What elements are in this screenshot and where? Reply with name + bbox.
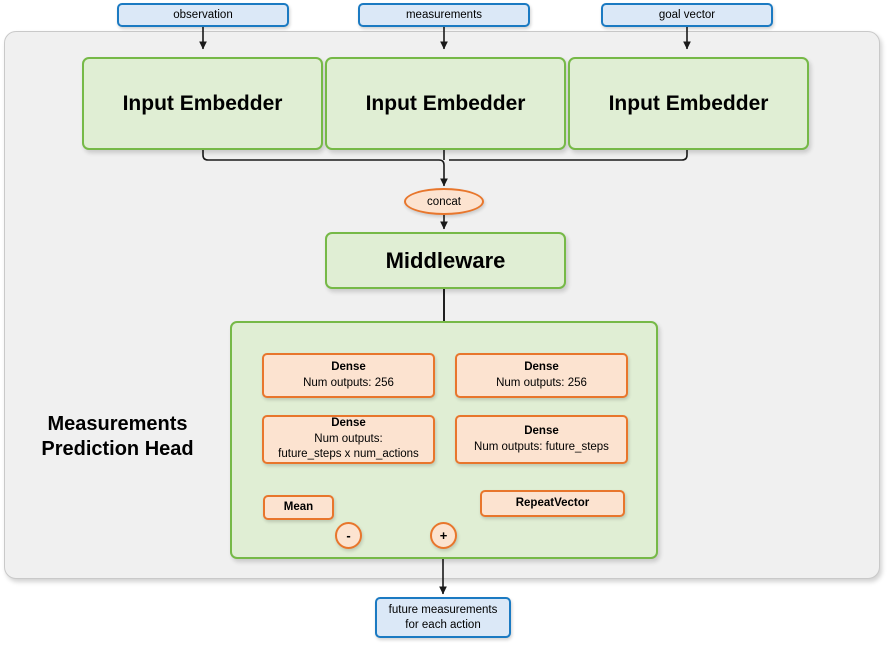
input-embedder-1[interactable]: Input Embedder <box>82 57 323 150</box>
add-operator[interactable]: + <box>430 522 457 549</box>
left-dense-future-steps-actions[interactable]: Dense Num outputs: future_steps x num_ac… <box>262 415 435 464</box>
repeat-vector-block[interactable]: RepeatVector <box>480 490 625 517</box>
middleware-block[interactable]: Middleware <box>325 232 566 289</box>
concat-label: concat <box>427 195 461 208</box>
input-observation-label: observation <box>173 8 233 21</box>
left-dense-256-title: Dense <box>331 360 366 373</box>
output-line2: for each action <box>405 618 481 631</box>
subtract-operator[interactable]: - <box>335 522 362 549</box>
input-embedder-1-label: Input Embedder <box>122 91 283 115</box>
concat-node[interactable]: concat <box>404 188 484 215</box>
right-dense-256-title: Dense <box>524 360 559 373</box>
input-observation[interactable]: observation <box>117 3 289 27</box>
input-goal-vector-label: goal vector <box>658 8 716 21</box>
repeat-vector-label: RepeatVector <box>515 496 590 509</box>
mean-block[interactable]: Mean <box>263 495 334 520</box>
input-embedder-2[interactable]: Input Embedder <box>325 57 566 150</box>
output-future-measurements[interactable]: future measurements for each action <box>375 597 511 638</box>
mean-label: Mean <box>283 500 314 513</box>
input-measurements-label: measurements <box>405 8 483 21</box>
prediction-head-title-line1: Measurements <box>47 413 188 435</box>
add-operator-symbol: + <box>439 528 448 543</box>
left-dense-future-title: Dense <box>331 417 366 430</box>
left-dense-256-outputs: Num outputs: 256 <box>303 376 394 389</box>
input-embedder-3[interactable]: Input Embedder <box>568 57 809 150</box>
left-dense-future-outputs-label: Num outputs: <box>314 432 383 445</box>
middleware-label: Middleware <box>385 247 506 273</box>
right-dense-256-outputs: Num outputs: 256 <box>496 376 587 389</box>
right-dense-256[interactable]: Dense Num outputs: 256 <box>455 353 628 398</box>
subtract-operator-symbol: - <box>346 528 351 543</box>
right-dense-future-outputs: Num outputs: future_steps <box>474 440 609 453</box>
input-goal-vector[interactable]: goal vector <box>601 3 773 27</box>
input-embedder-3-label: Input Embedder <box>608 91 769 115</box>
left-dense-future-outputs-value: future_steps x num_actions <box>278 448 419 461</box>
prediction-head-title: Measurements Prediction Head <box>15 412 220 462</box>
prediction-head-title-line2: Prediction Head <box>41 438 194 460</box>
input-measurements[interactable]: measurements <box>358 3 530 27</box>
input-embedder-2-label: Input Embedder <box>365 91 526 115</box>
right-dense-future-steps[interactable]: Dense Num outputs: future_steps <box>455 415 628 464</box>
output-line1: future measurements <box>388 604 498 617</box>
right-dense-future-title: Dense <box>524 424 559 437</box>
left-dense-256[interactable]: Dense Num outputs: 256 <box>262 353 435 398</box>
